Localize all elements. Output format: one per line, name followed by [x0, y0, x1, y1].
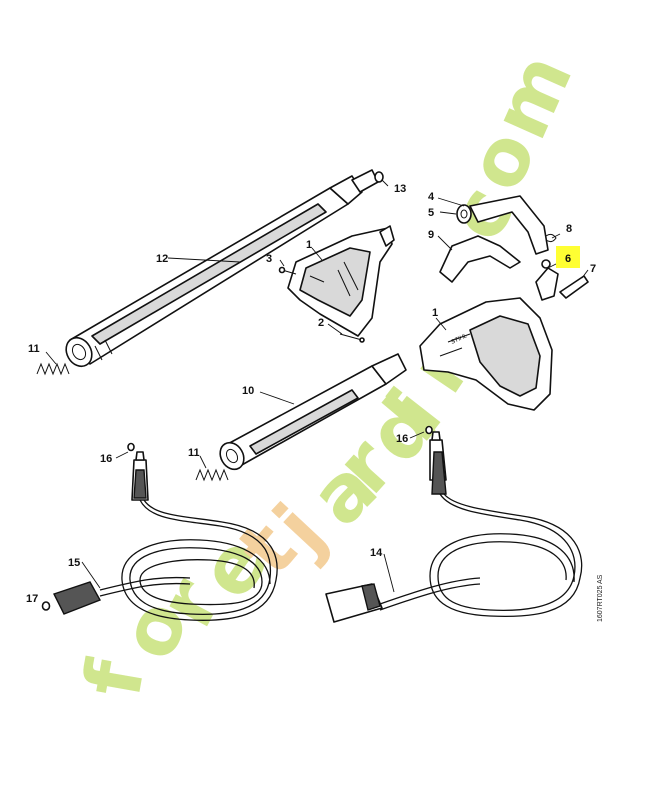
- leader-lines: [45, 179, 589, 593]
- callout-3: 3: [266, 253, 272, 265]
- callout-1: 1: [432, 307, 438, 319]
- part-1-handle-right: STIHL: [419, 297, 553, 411]
- callout-15: 15: [68, 557, 80, 569]
- part-2-pin: [339, 333, 365, 343]
- part-8-clip: [545, 233, 557, 243]
- callout-11: 11: [28, 343, 40, 355]
- callout-14: 14: [370, 547, 383, 559]
- callout-16: 16: [100, 453, 112, 465]
- document-code: 1607RT025 AS: [597, 574, 604, 622]
- callout-6: 6: [565, 253, 571, 265]
- part-11-spring-a: [36, 362, 70, 376]
- part-9-trigger-guard: [439, 235, 521, 283]
- part-16-o-ring-b: [425, 425, 433, 435]
- part-14-hose: [325, 431, 583, 623]
- part-15-hose: [53, 451, 278, 621]
- part-1-handle-left: [287, 225, 395, 337]
- part-17-o-ring: [41, 601, 51, 611]
- callout-17: 17: [26, 593, 38, 605]
- callout-labels: 13 12 11 1 3 2 4 5 9 8 6 7 1 10 11 16 16…: [26, 183, 596, 605]
- part-12-lance: [65, 169, 379, 368]
- callout-4: 4: [428, 191, 435, 203]
- callout-2: 2: [318, 317, 324, 329]
- part-13-o-ring: [374, 171, 384, 183]
- callout-5: 5: [428, 207, 434, 219]
- part-3-screw: [278, 266, 297, 275]
- part-10-short-lance: [219, 353, 407, 471]
- highlight-part-6: [556, 246, 580, 268]
- callout-9: 9: [428, 229, 434, 241]
- callout-7: 7: [590, 263, 596, 275]
- callout-10: 10: [242, 385, 254, 397]
- callout-16: 16: [396, 433, 408, 445]
- callout-8: 8: [566, 223, 572, 235]
- callout-1: 1: [306, 239, 312, 251]
- part-16-o-ring-a: [127, 442, 135, 452]
- part-5-washer: [456, 204, 472, 224]
- callout-12: 12: [156, 253, 168, 265]
- callout-13: 13: [394, 183, 406, 195]
- part-11-spring-b: [195, 468, 229, 482]
- callout-11: 11: [188, 447, 200, 459]
- part-6-valve: [535, 259, 559, 301]
- watermark-letter: f: [68, 653, 163, 703]
- part-4-trigger-lever: [469, 195, 549, 255]
- part-7-pin: [559, 275, 589, 299]
